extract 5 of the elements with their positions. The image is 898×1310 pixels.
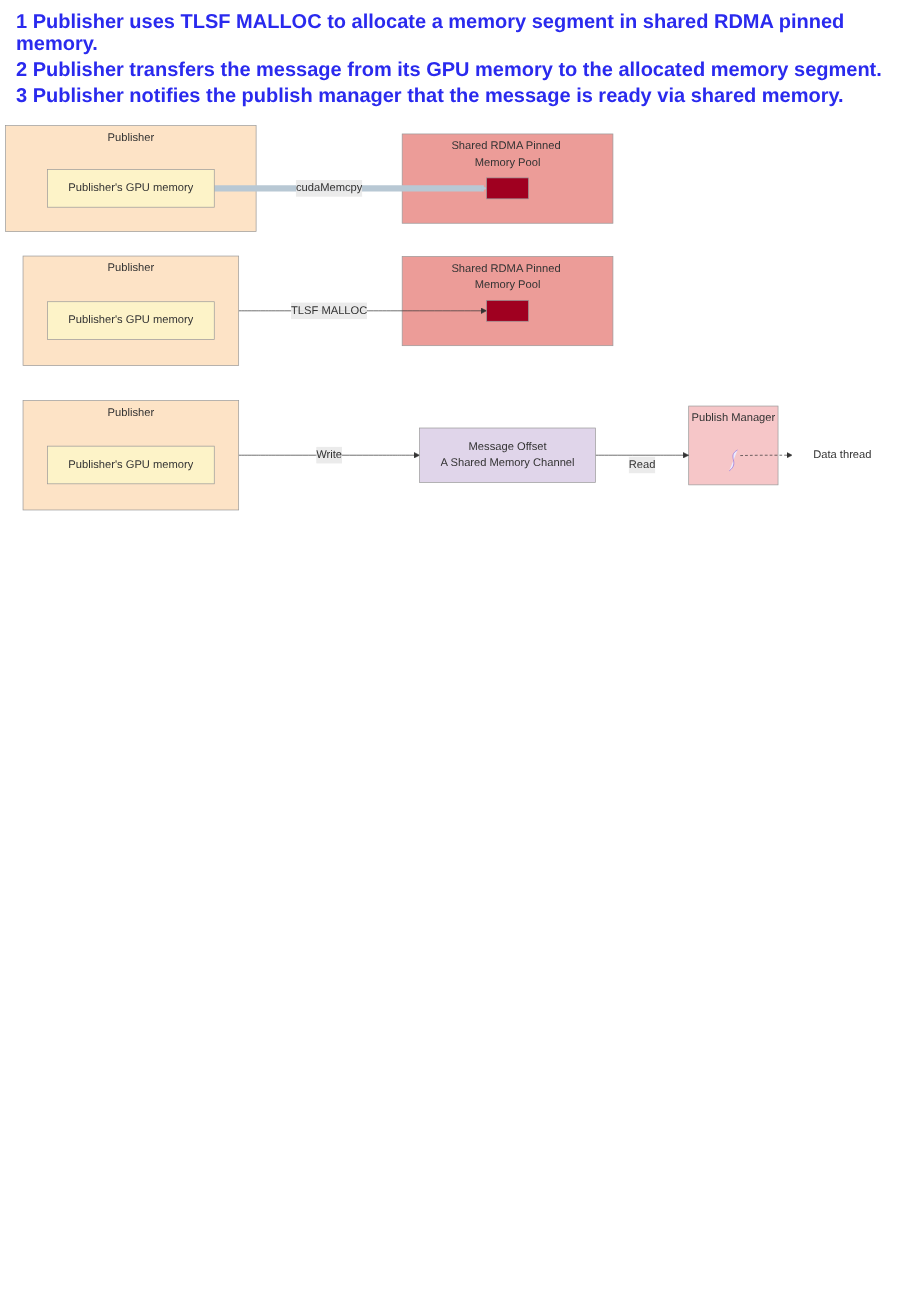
step-note: 1 Publisher uses TLSF MALLOC to allocate a memory segment in shared RDMA pinned memory.: [16, 12, 847, 56]
node-box: [486, 300, 529, 322]
step-note: 2 Publisher transfers the message from its GPU memory to the allocated memory segment.: [16, 60, 882, 82]
node-box: [486, 177, 529, 200]
step-note: 3 Publisher notifies the publish manager that the message is ready via shared memory.: [16, 86, 846, 108]
